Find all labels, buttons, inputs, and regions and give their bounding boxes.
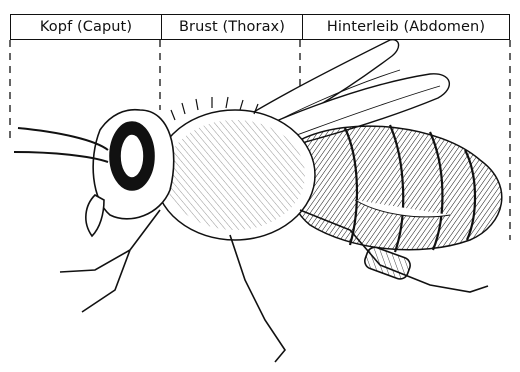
abdomen	[288, 125, 502, 252]
front-leg	[60, 210, 160, 312]
hind-leg-basket	[363, 245, 413, 281]
mouthparts	[86, 195, 104, 236]
middle-leg	[230, 235, 285, 362]
head	[86, 110, 174, 236]
